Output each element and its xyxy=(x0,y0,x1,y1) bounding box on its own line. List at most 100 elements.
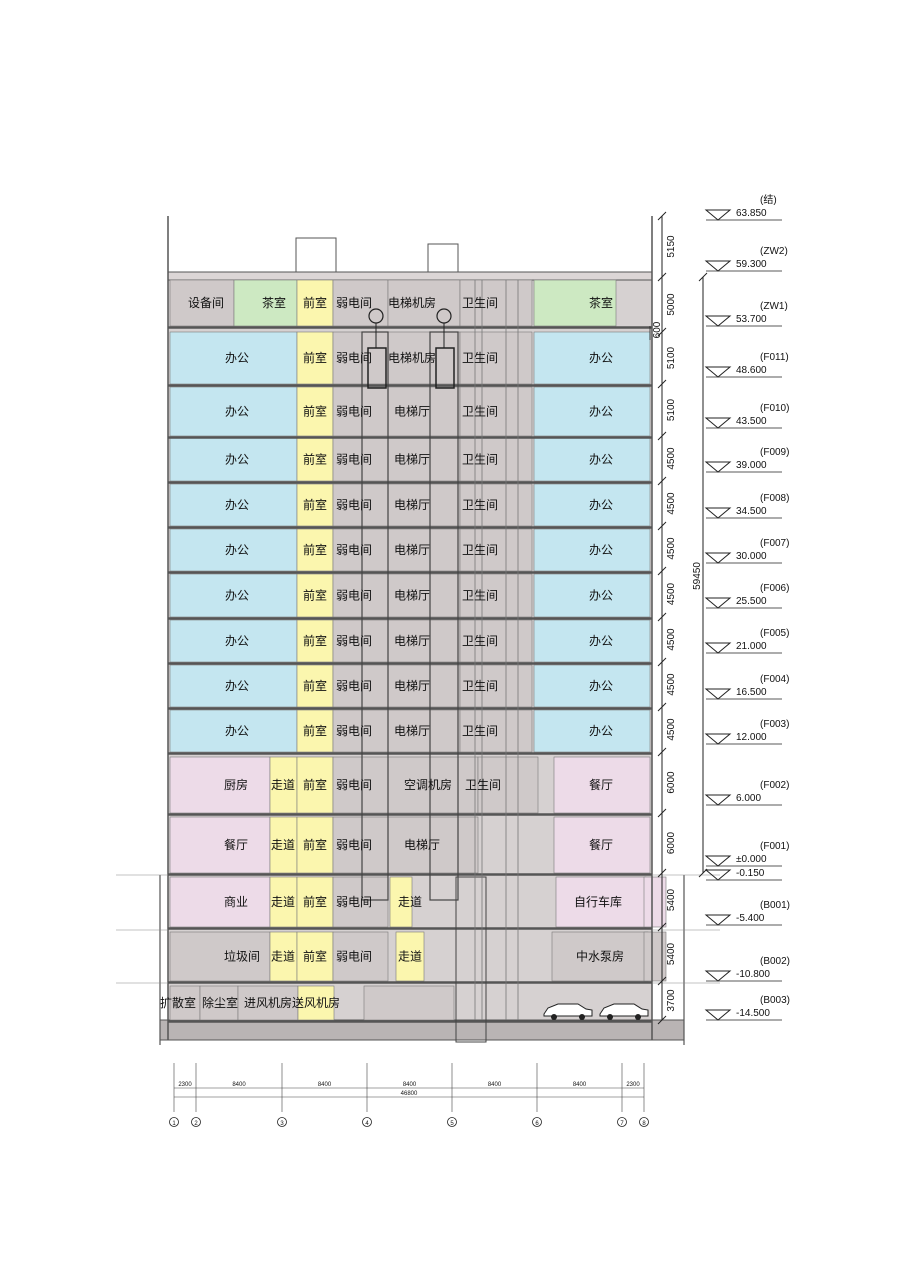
room-label-zw2-3: 弱电间 xyxy=(336,296,372,310)
room-f004-0 xyxy=(169,664,298,708)
room-label-f004-2: 弱电间 xyxy=(336,679,372,693)
room-label-f001-2: 前室 xyxy=(303,837,327,852)
room-b001-2 xyxy=(296,876,334,928)
car-icon xyxy=(599,1003,649,1020)
roof-slab xyxy=(167,271,653,281)
level-triangle-icon xyxy=(704,461,732,473)
room-label-f001-1: 走道 xyxy=(271,838,295,852)
level-tag-3: (F011) xyxy=(760,352,789,363)
room-f009-2 xyxy=(332,437,389,482)
room-f006-3 xyxy=(387,573,461,618)
room-b003-0 xyxy=(169,985,201,1021)
room-label-f007-0: 办公 xyxy=(225,542,249,557)
level-tag-10: (F004) xyxy=(760,674,789,685)
room-label-f008-3: 电梯厅 xyxy=(394,498,430,512)
room-f011-2 xyxy=(332,331,389,385)
room-f002-1 xyxy=(269,756,298,814)
room-label-zw2-5: 卫生间 xyxy=(462,296,498,310)
room-zw2-0 xyxy=(169,279,235,327)
dimension-tick xyxy=(698,272,708,282)
room-label-f003-2: 弱电间 xyxy=(336,724,372,738)
level-marker-10: 16.500(F004) xyxy=(704,674,789,700)
car-wheel xyxy=(551,1014,557,1020)
room-f008-0 xyxy=(169,483,298,527)
room-label-f001-5: 餐厅 xyxy=(589,837,613,852)
room-f003-0 xyxy=(169,709,298,753)
room-label-f010-4: 卫生间 xyxy=(462,405,498,419)
room-label-b003-0: 扩散室 xyxy=(160,995,196,1010)
room-label-f004-0: 办公 xyxy=(225,678,249,693)
room-label-f009-3: 电梯厅 xyxy=(394,453,430,467)
room-f002-6 xyxy=(553,756,651,814)
dimension-label-0: 5150 xyxy=(666,235,677,258)
room-label-f002-0: 厨房 xyxy=(224,777,248,792)
room-f002-4 xyxy=(387,756,479,814)
room-label-b002-3: 弱电间 xyxy=(336,950,372,964)
room-label-f004-1: 前室 xyxy=(303,678,327,693)
room-f003-3 xyxy=(387,709,461,753)
room-f010-5 xyxy=(533,386,651,437)
room-label-f006-2: 弱电间 xyxy=(336,589,372,603)
room-f004-2 xyxy=(332,664,389,708)
level-value-15: -5.400 xyxy=(736,913,765,924)
level-marker-16: -10.800(B002) xyxy=(704,956,790,982)
level-triangle-icon xyxy=(704,209,732,221)
level-tag-11: (F003) xyxy=(760,719,789,730)
dimension-tick xyxy=(657,566,667,576)
dimension-tick xyxy=(657,702,667,712)
room-b003-4 xyxy=(363,985,455,1021)
level-tag-12: (F002) xyxy=(760,780,789,791)
level-tag-5: (F009) xyxy=(760,447,789,458)
level-tag-15: (B001) xyxy=(760,900,790,911)
room-b001-5 xyxy=(555,876,647,928)
room-f004-5 xyxy=(533,664,651,708)
room-b001-4 xyxy=(389,876,413,928)
room-label-f005-3: 电梯厅 xyxy=(394,634,430,648)
level-marker-12: 6.000(F002) xyxy=(704,780,789,806)
level-marker-4: 43.500(F010) xyxy=(704,403,789,429)
grid-axis-bubble xyxy=(639,1117,649,1127)
grid-axis-label-7: 8 xyxy=(642,1121,646,1127)
level-value-14: -0.150 xyxy=(736,868,765,879)
room-f003-1 xyxy=(296,709,334,753)
level-tag-1: (ZW2) xyxy=(760,246,788,257)
room-label-f004-3: 电梯厅 xyxy=(394,679,430,693)
room-label-f004-5: 办公 xyxy=(589,678,613,693)
room-f005-5 xyxy=(533,619,651,663)
level-marker-13: ±0.000(F001) xyxy=(704,841,789,867)
room-f006-2 xyxy=(332,573,389,618)
room-label-b001-3: 弱电间 xyxy=(336,895,372,909)
dimension-label-6: 4500 xyxy=(666,537,677,560)
grid-total-label: 46800 xyxy=(401,1091,418,1097)
level-tag-7: (F007) xyxy=(760,538,789,549)
room-f010-2 xyxy=(332,386,389,437)
grid-span-label-5: 8400 xyxy=(573,1082,587,1088)
dimension-tick xyxy=(657,327,667,337)
central-shaft xyxy=(455,876,487,1043)
room-label-f003-1: 前室 xyxy=(303,723,327,738)
room-b002-4 xyxy=(395,931,425,982)
dimension-tick xyxy=(657,922,667,932)
room-b002-2 xyxy=(296,931,334,982)
room-label-f010-1: 前室 xyxy=(303,404,327,419)
car-wheel xyxy=(635,1014,641,1020)
dimension-label-10: 4500 xyxy=(666,718,677,741)
room-zw2-3 xyxy=(332,279,389,327)
room-f009-5 xyxy=(533,437,651,482)
dimension-label-11: 6000 xyxy=(666,771,677,794)
room-label-zw2-4: 电梯机房 xyxy=(388,295,436,310)
room-label-f010-3: 电梯厅 xyxy=(394,405,430,419)
room-f007-4 xyxy=(459,528,533,572)
room-b001-3 xyxy=(332,876,389,928)
room-label-f003-0: 办公 xyxy=(225,723,249,738)
room-f007-2 xyxy=(332,528,389,572)
room-f011-4 xyxy=(459,331,533,385)
grid-span-label-4: 8400 xyxy=(488,1082,502,1088)
room-label-f007-3: 电梯厅 xyxy=(394,543,430,557)
level-value-7: 30.000 xyxy=(736,551,767,562)
room-label-f005-5: 办公 xyxy=(589,633,613,648)
rooftop-structure xyxy=(427,243,459,273)
dimension-label-2: 5100 xyxy=(666,346,677,369)
room-label-b002-0: 垃圾间 xyxy=(224,949,260,964)
room-label-f002-6: 餐厅 xyxy=(589,777,613,792)
